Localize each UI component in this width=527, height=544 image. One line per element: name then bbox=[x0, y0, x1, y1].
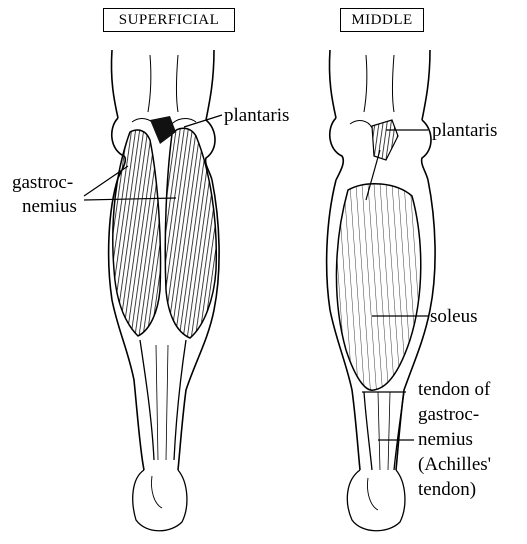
label-gastrocnemius-line2: nemius bbox=[22, 195, 77, 218]
label-plantaris-superficial: plantaris bbox=[224, 104, 289, 127]
label-tendon-line5: tendon) bbox=[418, 478, 476, 501]
label-plantaris-middle: plantaris bbox=[432, 119, 497, 142]
label-tendon-line1: tendon of bbox=[418, 378, 490, 401]
superficial-tendon-heel bbox=[133, 340, 187, 531]
superficial-title: SUPERFICIAL bbox=[103, 8, 235, 32]
label-tendon-line4: (Achilles' bbox=[418, 453, 491, 476]
label-tendon-line2: gastroc- bbox=[418, 403, 479, 426]
soleus-muscle bbox=[336, 184, 420, 390]
label-soleus: soleus bbox=[430, 305, 478, 328]
plantaris-middle bbox=[372, 120, 398, 160]
gastrocnemius-lateral-head bbox=[113, 130, 161, 336]
label-gastrocnemius-line1: gastroc- bbox=[12, 171, 73, 194]
gastrocnemius-medial-head bbox=[165, 128, 216, 338]
label-tendon-line3: nemius bbox=[418, 428, 473, 451]
middle-title: MIDDLE bbox=[340, 8, 424, 32]
